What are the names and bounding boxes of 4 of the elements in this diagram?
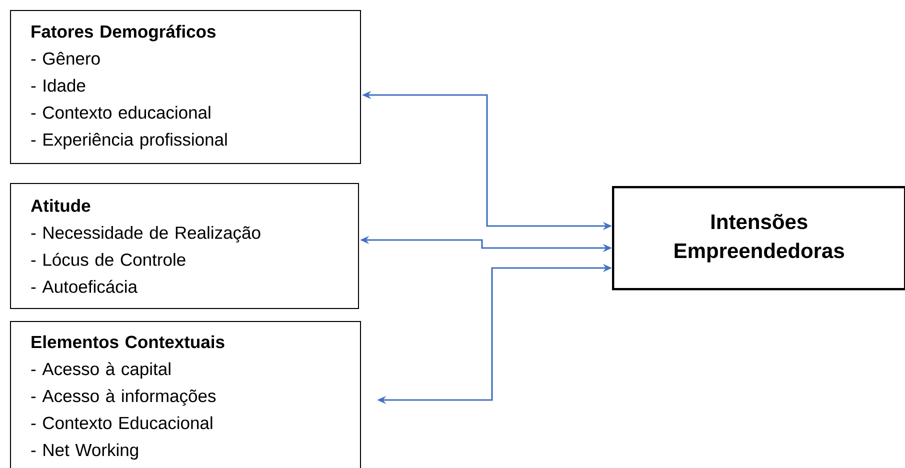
text-box: Fatores Demográficos - Gênero - Idade - Contexto educacional - Experiência profissional xyxy=(10,10,361,164)
concept-box: Intensões Empreendedoras xyxy=(612,186,905,290)
text-box: Atitude - Necessidade de Realização - Lócus de Controle - Autoeficácia xyxy=(10,183,359,309)
text-box: Elementos Contextuais - Acesso à capital - Acesso à informações - Contexto Educacional - Net Working xyxy=(10,321,361,468)
